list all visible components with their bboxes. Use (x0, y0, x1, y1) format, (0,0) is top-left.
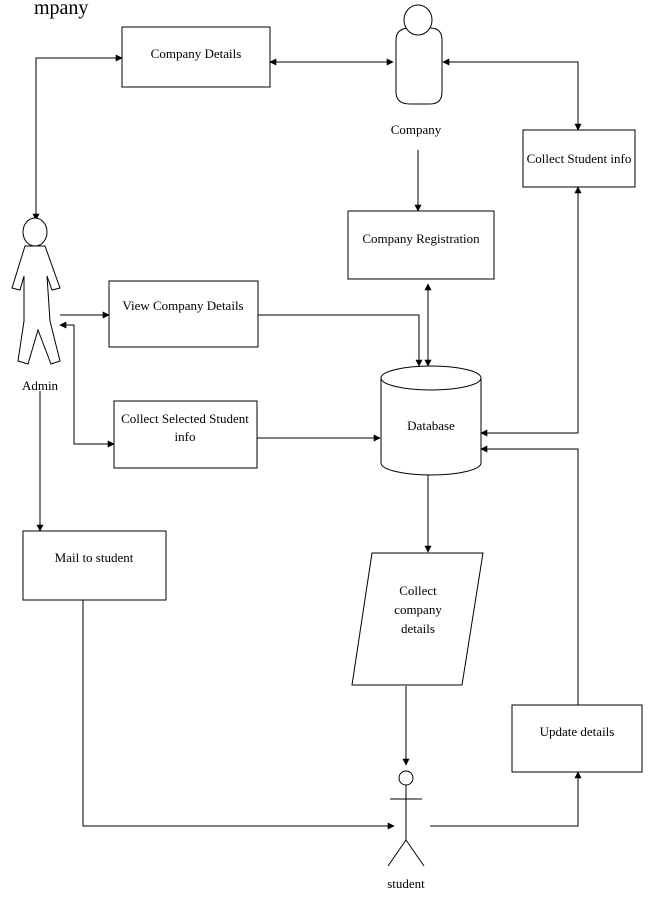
arrow-company-collectstudentinfo (442, 58, 582, 131)
arrow-mail-student (82, 600, 395, 830)
process-view-company-details: View Company Details (108, 280, 259, 348)
mail-to-student-label: Mail to student (55, 550, 134, 565)
student-actor-label: student (387, 876, 425, 891)
title-fragment: mpany (34, 0, 88, 19)
arrow-collectstudentinfo-database (480, 186, 582, 437)
process-mail-to-student: Mail to student (22, 530, 167, 601)
arrow-companydetails-admin (32, 54, 123, 221)
arrow-viewcompany-database (258, 314, 423, 367)
collect-selected-label-line1: Collect Selected Student (121, 411, 249, 426)
data-collect-company-details: Collect company details (351, 552, 484, 686)
database-label: Database (407, 418, 455, 433)
collect-company-line1: Collect (399, 583, 437, 598)
view-company-details-label: View Company Details (122, 298, 243, 313)
company-actor: Company (391, 4, 443, 137)
database-cylinder: Database (380, 365, 482, 476)
collect-student-info-label: Collect Student info (527, 151, 632, 166)
collect-selected-label-line2: info (175, 429, 196, 444)
arrow-admin-collectselected (59, 321, 115, 448)
company-details-label: Company Details (151, 46, 242, 61)
process-update-details: Update details (511, 704, 643, 773)
admin-actor-label: Admin (22, 378, 59, 393)
company-registration-label: Company Registration (362, 231, 480, 246)
update-details-label: Update details (540, 724, 615, 739)
arrow-student-update (430, 771, 582, 827)
admin-actor: Admin (11, 217, 61, 393)
process-company-details: Company Details (121, 26, 271, 88)
collect-company-line2: company (394, 602, 442, 617)
process-collect-student-info: Collect Student info (522, 129, 636, 188)
process-collect-selected-student-info: Collect Selected Student info (113, 400, 258, 469)
student-actor: student (387, 770, 425, 891)
arrow-update-database (480, 445, 579, 705)
process-company-registration: Company Registration (347, 210, 495, 280)
collect-company-line3: details (401, 621, 435, 636)
company-actor-label: Company (391, 122, 442, 137)
